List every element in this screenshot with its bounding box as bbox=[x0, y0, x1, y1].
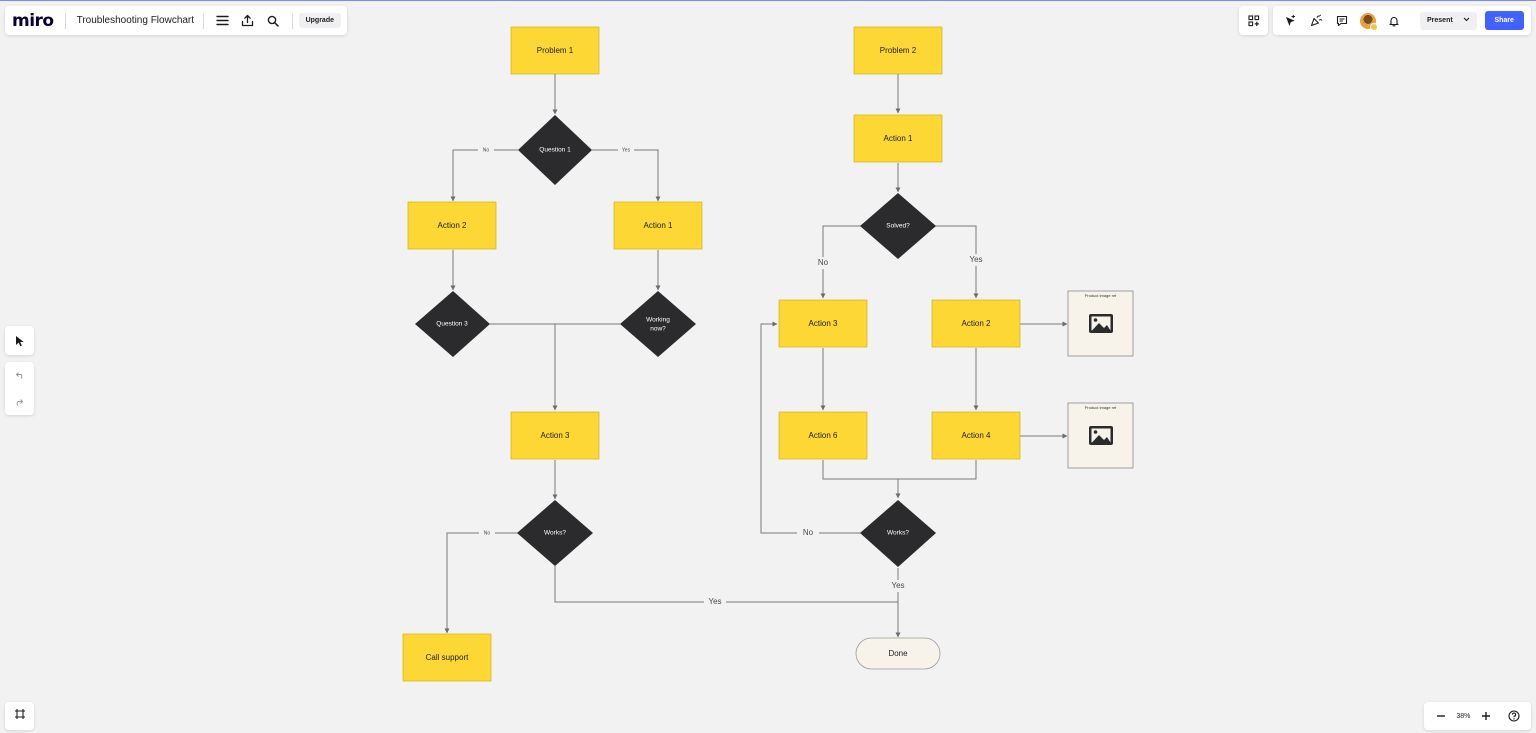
connector-q1-a1 bbox=[592, 149, 661, 202]
bell-icon[interactable] bbox=[1381, 8, 1407, 34]
node-label: Action 2 bbox=[438, 221, 467, 230]
image-caption: Product image ref bbox=[1085, 293, 1117, 298]
node-label: Action 4 bbox=[962, 431, 991, 440]
connector-works-callsupport bbox=[444, 532, 518, 634]
edge-label-solved-no: No bbox=[818, 258, 829, 267]
connector-solved-a3 bbox=[820, 225, 861, 299]
sticky-action-2-left[interactable]: Action 2 bbox=[407, 201, 497, 250]
edge-label-works-left-no: No bbox=[484, 530, 491, 536]
zoom-out-icon[interactable] bbox=[1428, 703, 1454, 729]
node-label: Action 3 bbox=[541, 431, 570, 440]
edge-label-q1-yes: Yes bbox=[622, 147, 631, 153]
image-icon bbox=[1089, 314, 1113, 333]
node-label: Done bbox=[888, 649, 908, 658]
node-label: Action 1 bbox=[884, 134, 913, 143]
decision-question-3[interactable]: Question 3 bbox=[415, 291, 490, 357]
node-label: Works? bbox=[544, 530, 566, 537]
sticky-action-3-left[interactable]: Action 3 bbox=[510, 411, 600, 460]
present-label: Present bbox=[1427, 17, 1453, 24]
node-label: Problem 2 bbox=[880, 46, 917, 55]
apps-toolbar bbox=[1239, 6, 1268, 35]
node-label: Action 3 bbox=[809, 319, 838, 328]
connector-works-done bbox=[554, 566, 898, 603]
frame-icon bbox=[14, 707, 26, 725]
image-card-2[interactable]: Product image ref bbox=[1067, 402, 1134, 469]
apps-icon[interactable] bbox=[1241, 8, 1267, 34]
decision-working-now[interactable]: Working now? bbox=[620, 291, 696, 357]
present-button[interactable]: Present bbox=[1420, 11, 1477, 30]
node-label: Action 2 bbox=[962, 319, 991, 328]
menu-icon[interactable] bbox=[210, 8, 235, 34]
sticky-problem-2[interactable]: Problem 2 bbox=[853, 26, 943, 75]
connector-q1-a2 bbox=[450, 149, 518, 202]
search-icon[interactable] bbox=[260, 8, 285, 34]
edge-label-solved-yes: Yes bbox=[969, 255, 982, 264]
help-icon[interactable] bbox=[1501, 703, 1527, 729]
edge-label-q1-no: No bbox=[483, 147, 490, 153]
image-card-1[interactable]: Product image ref bbox=[1067, 290, 1134, 357]
board-header-toolbar: miro Troubleshooting Flowchart Upgrade bbox=[5, 6, 347, 35]
decision-solved[interactable]: Solved? bbox=[860, 193, 936, 259]
edge-label-works-left-yes: Yes bbox=[708, 597, 721, 606]
divider bbox=[291, 12, 293, 29]
share-button[interactable]: Share bbox=[1484, 11, 1524, 30]
export-icon[interactable] bbox=[235, 8, 260, 34]
history-controls bbox=[5, 362, 34, 415]
sticky-action-3-right[interactable]: Action 3 bbox=[778, 299, 868, 348]
select-icon[interactable] bbox=[7, 326, 33, 355]
undo-icon[interactable] bbox=[7, 362, 33, 389]
sticky-action-6[interactable]: Action 6 bbox=[778, 411, 868, 460]
redo-icon[interactable] bbox=[7, 389, 33, 416]
divider bbox=[64, 12, 66, 29]
comment-icon[interactable] bbox=[1329, 8, 1355, 34]
celebrate-icon[interactable] bbox=[1303, 8, 1329, 34]
node-label: Question 1 bbox=[539, 147, 571, 154]
collaboration-toolbar: Present Share bbox=[1273, 6, 1531, 35]
terminator-done[interactable]: Done bbox=[855, 637, 941, 670]
sticky-action-2-right[interactable]: Action 2 bbox=[931, 299, 1021, 348]
sticky-call-support[interactable]: Call support bbox=[402, 633, 492, 682]
decision-question-1[interactable]: Question 1 bbox=[518, 115, 592, 185]
board-title[interactable]: Troubleshooting Flowchart bbox=[76, 15, 195, 26]
node-label: Action 6 bbox=[809, 431, 838, 440]
image-icon bbox=[1089, 426, 1113, 445]
edge-label-works-right-yes: Yes bbox=[891, 581, 904, 590]
user-avatar[interactable] bbox=[1360, 12, 1378, 31]
sticky-action-1-left[interactable]: Action 1 bbox=[613, 201, 703, 250]
zoom-level[interactable]: 38% bbox=[1456, 712, 1471, 720]
decision-works-right[interactable]: Works? bbox=[860, 500, 936, 567]
node-label-line1: Working bbox=[646, 317, 670, 324]
connector-a6-merge bbox=[822, 460, 977, 480]
miro-logo[interactable]: miro bbox=[12, 10, 54, 31]
image-caption: Product image ref bbox=[1085, 405, 1117, 410]
connector-solved-a2 bbox=[935, 225, 979, 299]
frames-panel-button[interactable] bbox=[5, 702, 34, 730]
zoom-in-icon[interactable] bbox=[1473, 703, 1499, 729]
decision-works-left[interactable]: Works? bbox=[517, 500, 593, 566]
node-label: Works? bbox=[887, 530, 909, 537]
node-label-line2: now? bbox=[650, 326, 666, 333]
tool-selector bbox=[5, 326, 34, 355]
node-label: Solved? bbox=[886, 223, 910, 230]
node-label: Action 1 bbox=[644, 221, 673, 230]
zoom-controls: 38% bbox=[1424, 702, 1531, 730]
cursor-reaction-icon[interactable] bbox=[1277, 8, 1303, 34]
node-label: Question 3 bbox=[436, 321, 468, 328]
upgrade-button[interactable]: Upgrade bbox=[298, 13, 341, 28]
node-label: Problem 1 bbox=[537, 46, 574, 55]
divider bbox=[203, 12, 205, 29]
sticky-action-4[interactable]: Action 4 bbox=[931, 411, 1021, 460]
edge-label-works-right-no: No bbox=[803, 528, 814, 537]
sticky-action-1-right[interactable]: Action 1 bbox=[853, 114, 943, 163]
edge-labels: No Yes No Yes No No Yes Yes bbox=[478, 146, 987, 608]
sticky-problem-1[interactable]: Problem 1 bbox=[510, 26, 600, 75]
node-label: Call support bbox=[426, 653, 469, 662]
chevron-down-icon[interactable] bbox=[1463, 17, 1470, 24]
